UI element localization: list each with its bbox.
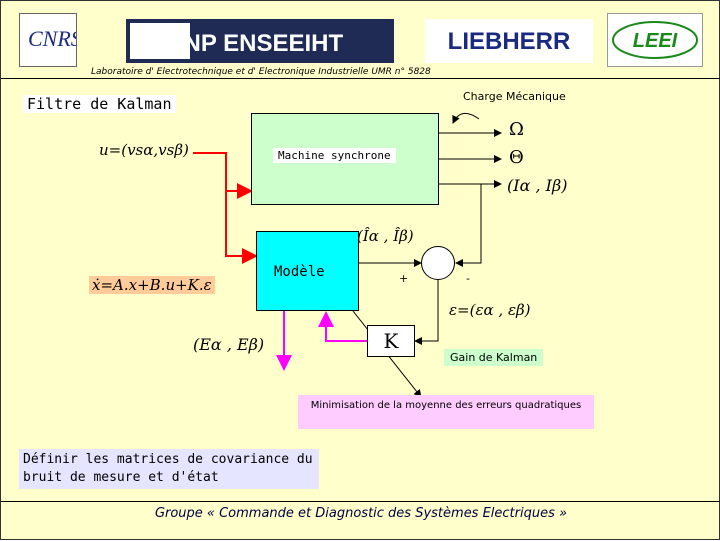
state-equation: ẋ=A.x+B.u+K.ε [89, 276, 215, 294]
inp-text: INP ENSEEIHT [177, 30, 344, 57]
modele-label: Modèle [274, 264, 325, 280]
footer: Groupe « Commande et Diagnostic des Syst… [154, 506, 568, 521]
modele-block [256, 231, 359, 311]
cnrs-mark: CNRS [28, 26, 82, 51]
footer-rule [1, 501, 720, 502]
leei-text: LEEI [633, 30, 678, 52]
cnrs-text: CNRS [28, 26, 76, 51]
estimate-label: (Îα , Îβ) [357, 227, 414, 245]
lab-name: Laboratoire d' Electrotechnique et d' El… [91, 67, 431, 77]
theta-label: Θ [509, 147, 524, 168]
covariance-note: Définir les matrices de covariance du br… [19, 449, 319, 489]
input-to-machine-arrow [193, 152, 253, 199]
current-label: (Iα , Iβ) [507, 176, 568, 195]
minus-sign: - [466, 272, 470, 285]
minimisation-note: Minimisation de la moyenne des erreurs q… [298, 395, 594, 429]
k-block: K [367, 325, 415, 357]
current-feedback-arrow [455, 184, 482, 267]
charge-arrow [452, 112, 480, 124]
input-to-modele-arrow [225, 191, 258, 264]
liebherr-mark: LIEBHERR [448, 28, 571, 55]
error-to-k-arrow [414, 280, 439, 345]
liebherr-text: LIEBHERR [448, 28, 571, 55]
header-rule [1, 78, 720, 79]
leei-logo: LEEI [607, 13, 703, 67]
charge-label: Charge Mécanique [463, 90, 566, 103]
inp-badge [130, 23, 190, 59]
liebherr-logo: LIEBHERR [425, 19, 593, 63]
gain-label: Gain de Kalman [444, 349, 544, 366]
k-to-modele-arrow [318, 311, 367, 342]
inp-enseeiht-mark: INP ENSEEIHT [130, 23, 344, 59]
summing-junction [421, 246, 455, 280]
input-u-label: u=(vsα,vsβ) [99, 141, 189, 159]
machine-label: Machine synchrone [273, 148, 396, 163]
plus-sign: + [399, 272, 409, 285]
diagram-title: Filtre de Kalman [23, 95, 176, 113]
omega-label: Ω [509, 119, 524, 140]
error-label: ε=(εα , εβ) [449, 301, 531, 319]
cnrs-logo: CNRS [19, 13, 82, 67]
leei-mark: LEEI [612, 21, 698, 59]
emf-label: (Eα , Eβ) [193, 335, 265, 354]
leei-ellipse [612, 21, 698, 59]
inp-enseeiht-logo: INP ENSEEIHT [126, 19, 394, 63]
